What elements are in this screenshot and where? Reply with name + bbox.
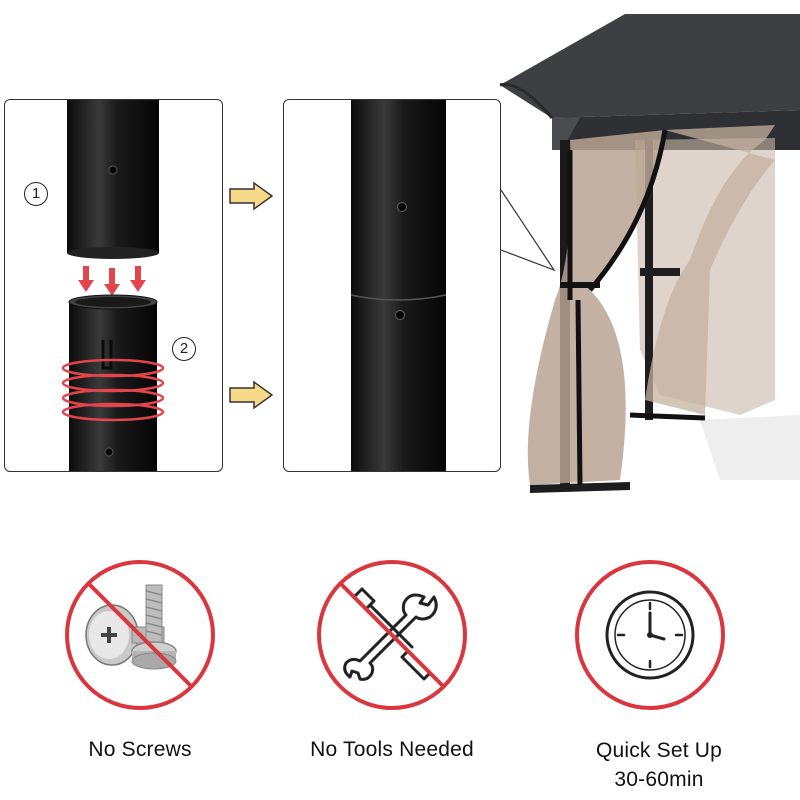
- quick-setup-label-line1: Quick Set Up: [595, 739, 723, 762]
- no-tools-icon: [317, 560, 467, 710]
- pole-parts-illustration: [61, 100, 165, 471]
- pole-connected-illustration: [350, 100, 447, 471]
- arrow-right-icon: [229, 380, 274, 410]
- no-tools-label: No Tools Needed: [310, 738, 474, 761]
- clock-icon: [575, 560, 725, 710]
- step-1-badge: 1: [24, 182, 48, 206]
- arrow-right-icon: [229, 181, 274, 211]
- quick-setup-label: Quick Set Up 30-60min: [549, 736, 769, 794]
- pole-parts-panel: [4, 99, 223, 472]
- no-screws-label: No Screws: [88, 738, 192, 761]
- gazebo-illustration: [499, 14, 800, 493]
- pole-connected-panel: [283, 99, 501, 472]
- no-screws-icon: [65, 560, 215, 710]
- step-2-badge: 2: [172, 337, 196, 361]
- quick-setup-label-line2: 30-60min: [614, 768, 704, 791]
